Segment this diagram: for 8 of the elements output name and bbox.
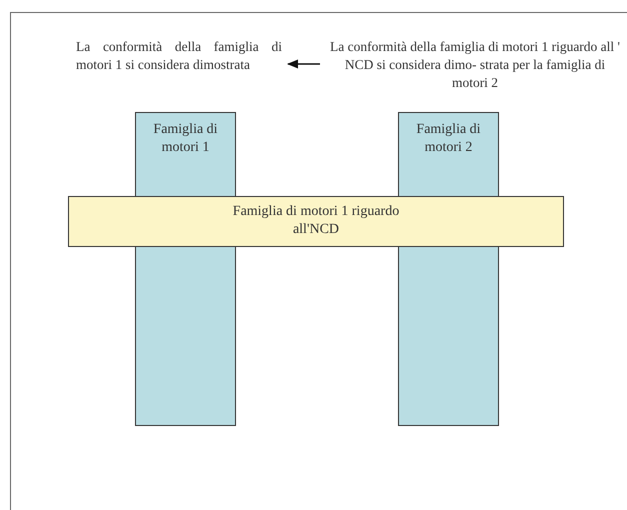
ncd-family-band: Famiglia di motori 1 riguardo all'NCD [68,196,564,247]
note-text: La conformità della famiglia di motori 1 riguardo all ' NCD si considera dimo- strata per la famiglia di motori 2 [328,38,622,92]
bar-segment [398,246,499,426]
note-text: La conformità della famiglia di motori 1 si considera dimostrata [76,38,282,74]
engine-family-bar: Famiglia di motori 2 [398,112,499,197]
arrow [286,60,320,68]
bar-segment [135,246,236,426]
engine-family-bar: Famiglia di motori 1 [135,112,236,197]
